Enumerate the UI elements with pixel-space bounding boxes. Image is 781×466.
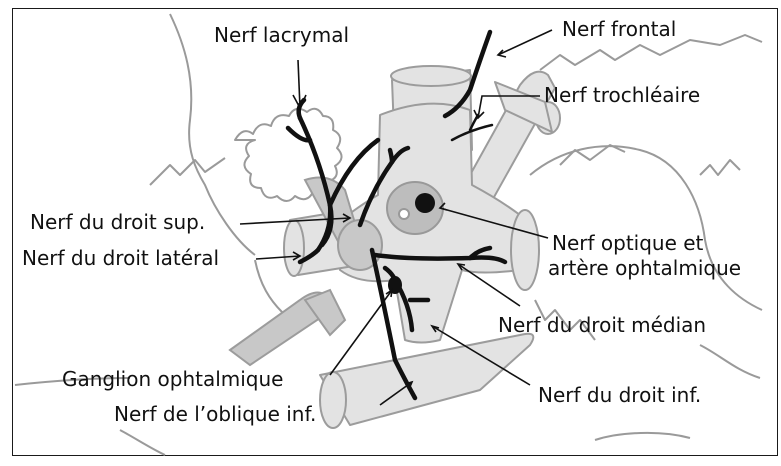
label-medial-rectus-nerve: Nerf du droit médian (498, 314, 706, 336)
label-optic-nerve-line2: artère ophtalmique (548, 257, 741, 279)
label-superior-rectus-nerve: Nerf du droit sup. (30, 211, 205, 233)
label-lateral-rectus-nerve: Nerf du droit latéral (22, 247, 219, 269)
label-lacrimal-nerve: Nerf lacrymal (214, 24, 349, 46)
label-ciliary-ganglion: Ganglion ophtalmique (62, 368, 283, 390)
label-optic-nerve-line1: Nerf optique et (552, 232, 703, 254)
label-inferior-oblique-nerve: Nerf de l’oblique inf. (114, 403, 316, 425)
label-trochlear-nerve: Nerf trochléaire (544, 84, 700, 106)
label-frontal-nerve: Nerf frontal (562, 18, 676, 40)
label-inferior-rectus-nerve: Nerf du droit inf. (538, 384, 701, 406)
